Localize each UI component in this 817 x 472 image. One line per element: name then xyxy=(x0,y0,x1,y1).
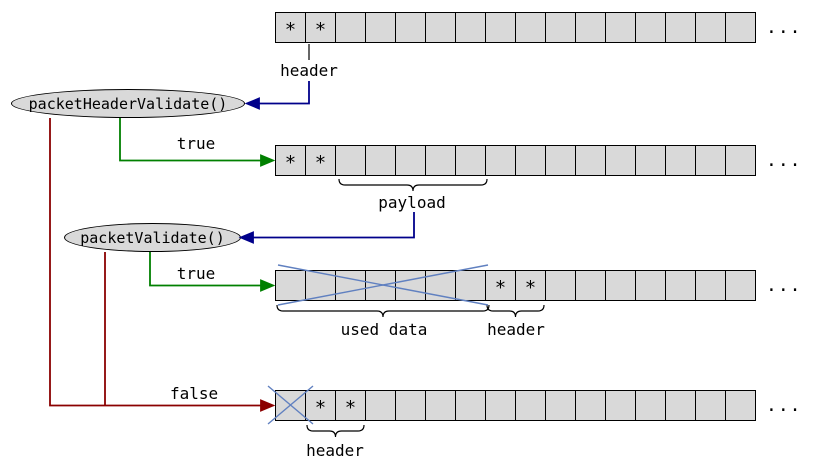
buffer-cell xyxy=(275,390,306,421)
buffer-cell xyxy=(395,145,426,176)
buffer-cell xyxy=(725,390,756,421)
call-arrow-packet-validate xyxy=(238,212,415,244)
buffer-cell xyxy=(665,270,696,301)
label-header-top: header xyxy=(280,61,338,80)
buffer-cell xyxy=(455,145,486,176)
buffer-cell xyxy=(575,12,606,43)
buffer-cell xyxy=(545,12,576,43)
label-false: false xyxy=(170,384,219,403)
ellipsis-row-1: ... xyxy=(766,17,802,38)
buffer-row-header-valid: ** xyxy=(275,145,756,176)
buffer-row-initial: ** xyxy=(275,12,756,43)
buffer-cell: * xyxy=(335,390,366,421)
label-true-2: true xyxy=(176,264,216,283)
false-arrow xyxy=(49,118,276,412)
buffer-cell xyxy=(395,12,426,43)
buffer-cell xyxy=(695,270,726,301)
buffer-cell xyxy=(455,12,486,43)
ellipsis-row-2: ... xyxy=(766,150,802,171)
buffer-cell xyxy=(515,12,546,43)
buffer-cell xyxy=(695,145,726,176)
buffer-cell xyxy=(335,145,366,176)
brace-header-mid xyxy=(486,304,545,318)
brace-used-data xyxy=(276,304,490,318)
brace-header-bottom xyxy=(306,424,365,438)
buffer-cell xyxy=(635,12,666,43)
buffer-cell xyxy=(515,390,546,421)
buffer-cell xyxy=(575,145,606,176)
buffer-cell xyxy=(485,145,516,176)
buffer-cell xyxy=(335,12,366,43)
label-header-bottom: header xyxy=(306,441,364,460)
buffer-cell: * xyxy=(275,145,306,176)
buffer-cell xyxy=(425,270,456,301)
buffer-cell xyxy=(575,270,606,301)
function-packet-validate: packetValidate() xyxy=(64,223,241,252)
brace-payload xyxy=(338,178,488,192)
buffer-cell xyxy=(485,390,516,421)
buffer-cell xyxy=(635,390,666,421)
buffer-cell xyxy=(665,12,696,43)
buffer-cell: * xyxy=(275,12,306,43)
buffer-cell xyxy=(605,390,636,421)
buffer-cell xyxy=(395,390,426,421)
buffer-cell: * xyxy=(305,12,336,43)
buffer-cell xyxy=(725,12,756,43)
buffer-cell xyxy=(365,145,396,176)
buffer-cell xyxy=(665,390,696,421)
label-header-mid: header xyxy=(487,320,545,339)
buffer-cell: * xyxy=(515,270,546,301)
buffer-cell xyxy=(365,12,396,43)
label-payload: payload xyxy=(378,193,446,212)
buffer-cell xyxy=(455,270,486,301)
ellipsis-row-3: ... xyxy=(766,275,802,296)
buffer-cell xyxy=(335,270,366,301)
buffer-cell: * xyxy=(305,390,336,421)
buffer-cell xyxy=(695,12,726,43)
buffer-cell xyxy=(635,145,666,176)
buffer-cell xyxy=(605,270,636,301)
buffer-cell: * xyxy=(485,270,516,301)
buffer-cell xyxy=(635,270,666,301)
buffer-cell xyxy=(425,145,456,176)
label-true-1: true xyxy=(176,134,216,153)
ellipsis-row-4: ... xyxy=(766,395,802,416)
buffer-cell xyxy=(665,145,696,176)
buffer-cell xyxy=(305,270,336,301)
buffer-cell xyxy=(725,270,756,301)
buffer-cell xyxy=(425,12,456,43)
buffer-cell xyxy=(545,270,576,301)
buffer-cell xyxy=(455,390,486,421)
function-packet-header-validate: packetHeaderValidate() xyxy=(11,89,245,118)
buffer-row-packet-valid: ** xyxy=(275,270,756,301)
buffer-cell xyxy=(605,12,636,43)
buffer-cell xyxy=(605,145,636,176)
buffer-cell xyxy=(485,12,516,43)
call-arrow-packet-header-validate xyxy=(244,81,310,110)
buffer-row-invalid: ** xyxy=(275,390,756,421)
buffer-cell xyxy=(725,145,756,176)
buffer-cell xyxy=(395,270,426,301)
buffer-cell xyxy=(365,390,396,421)
buffer-cell xyxy=(515,145,546,176)
buffer-cell xyxy=(575,390,606,421)
buffer-cell xyxy=(695,390,726,421)
buffer-cell xyxy=(425,390,456,421)
label-used-data: used data xyxy=(340,320,428,339)
buffer-cell xyxy=(365,270,396,301)
buffer-cell xyxy=(545,390,576,421)
buffer-cell xyxy=(275,270,306,301)
buffer-cell xyxy=(545,145,576,176)
buffer-cell: * xyxy=(305,145,336,176)
